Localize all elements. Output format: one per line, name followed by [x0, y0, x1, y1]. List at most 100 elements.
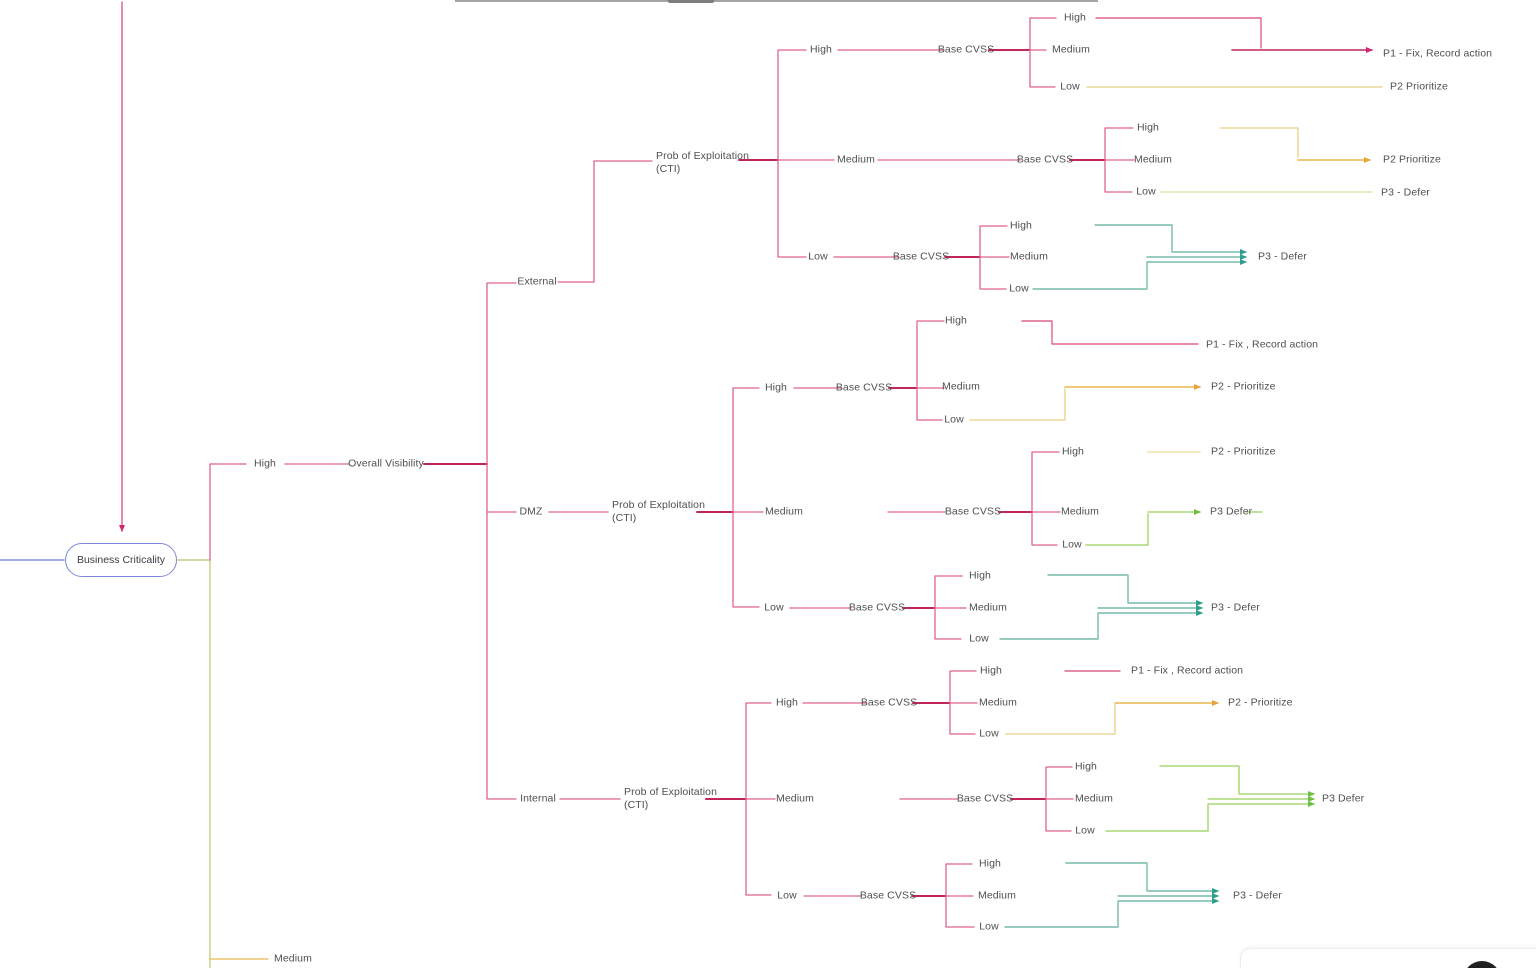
node-dmz-med-cvss[interactable]: Base CVSS [944, 505, 1002, 518]
node-int-med-m[interactable]: Medium [1075, 792, 1113, 805]
edge-44 [732, 387, 760, 513]
node-dmz-low-h[interactable]: High [969, 569, 991, 582]
node-int-high-h[interactable]: High [980, 664, 1002, 677]
node-ext-high-h[interactable]: High [1064, 11, 1086, 24]
edge-50 [916, 387, 943, 421]
node-dmz-med-l[interactable]: Low [1062, 538, 1082, 551]
node-ext-med-l[interactable]: Low [1136, 185, 1156, 198]
edge-14 [777, 159, 807, 258]
node-int-low-l[interactable]: Low [979, 920, 999, 933]
node-ext-low-cvss[interactable]: Base CVSS [892, 250, 950, 263]
node-out-int-high[interactable]: P1 - Fix , Record action [1131, 664, 1244, 677]
node-ext-low-h[interactable]: High [1010, 219, 1032, 232]
edge-19 [1029, 49, 1056, 88]
node-dmz-high[interactable]: High [765, 381, 787, 394]
node-out-ext-high[interactable]: P1 - Fix, Record action [1383, 47, 1493, 60]
node-ext-high[interactable]: High [810, 43, 832, 56]
node-out-dmz-high[interactable]: P1 - Fix , Record action [1206, 338, 1319, 351]
node-int-med-cvss[interactable]: Base CVSS [956, 792, 1014, 805]
node-poe-internal[interactable]: Prob of Exploitation (CTI) [624, 786, 718, 811]
node-overall-visibility[interactable]: Overall Visibility [348, 457, 424, 470]
node-ext-high-l[interactable]: Low [1060, 80, 1080, 93]
node-ext-low[interactable]: Low [808, 250, 828, 263]
node-out-dmz-low[interactable]: P3 - Defer [1211, 601, 1260, 614]
node-internal[interactable]: Internal [520, 792, 556, 805]
node-ext-med-cvss[interactable]: Base CVSS [1016, 153, 1074, 166]
edge-35 [979, 256, 1007, 290]
edge-70 [999, 613, 1099, 640]
edge-93 [1105, 804, 1209, 832]
node-ext-high-cvss[interactable]: Base CVSS [937, 43, 995, 56]
node-int-med-h[interactable]: High [1075, 760, 1097, 773]
node-int-high-l[interactable]: Low [979, 727, 999, 740]
node-dmz-med-m[interactable]: Medium [1061, 505, 1099, 518]
node-int-low-cvss[interactable]: Base CVSS [859, 889, 917, 902]
node-out-dmz-high-low[interactable]: P2 - Prioritize [1211, 380, 1276, 393]
edge-99 [945, 863, 973, 897]
node-dmz-low[interactable]: Low [764, 601, 784, 614]
node-business-criticality[interactable]: Business Criticality [65, 543, 177, 577]
node-out-dmz-med-low[interactable]: P3 Defer [1210, 505, 1253, 518]
node-dmz-low-l[interactable]: Low [969, 632, 989, 645]
node-poe-dmz[interactable]: Prob of Exploitation (CTI) [612, 499, 706, 524]
node-out-ext-high-low[interactable]: P2 Prioritize [1390, 80, 1448, 93]
node-int-med[interactable]: Medium [776, 792, 814, 805]
edge-89 [1045, 766, 1073, 800]
edge-76 [745, 702, 772, 800]
node-external[interactable]: External [517, 275, 557, 288]
edge-67 [934, 607, 962, 640]
node-int-med-l[interactable]: Low [1075, 824, 1095, 837]
node-int-high[interactable]: High [776, 696, 798, 709]
edge-49 [916, 320, 945, 389]
edge-85 [1005, 704, 1116, 735]
node-dmz-low-cvss[interactable]: Base CVSS [848, 601, 906, 614]
node-int-high-cvss[interactable]: Base CVSS [860, 696, 918, 709]
edge-69 [1047, 574, 1129, 603]
node-out-int-low[interactable]: P3 - Defer [1233, 889, 1282, 902]
node-dmz-high-m[interactable]: Medium [942, 380, 980, 393]
node-out-ext-med-low[interactable]: P3 - Defer [1381, 186, 1430, 199]
dark-circle-button[interactable] [1463, 961, 1501, 968]
node-dmz-med[interactable]: Medium [765, 505, 803, 518]
edge-13 [777, 49, 807, 161]
node-high-1[interactable]: High [254, 457, 276, 470]
node-int-high-m[interactable]: Medium [979, 696, 1017, 709]
edge-21 [1095, 17, 1262, 49]
edge-45 [732, 511, 760, 608]
node-dmz-low-m[interactable]: Medium [969, 601, 1007, 614]
node-ext-high-m[interactable]: Medium [1052, 43, 1090, 56]
node-int-low[interactable]: Low [777, 889, 797, 902]
edge-29 [1219, 127, 1299, 158]
edge-58 [1031, 511, 1058, 546]
edge-52 [1021, 320, 1199, 345]
edge-77 [745, 798, 772, 896]
node-out-int-high-low[interactable]: P2 - Prioritize [1228, 696, 1293, 709]
node-out-ext-med-high[interactable]: P2 Prioritize [1383, 153, 1441, 166]
bottom-right-panel [1240, 948, 1536, 968]
node-ext-med-m[interactable]: Medium [1134, 153, 1172, 166]
node-int-low-h[interactable]: High [979, 857, 1001, 870]
node-ext-med[interactable]: Medium [837, 153, 875, 166]
edge-27 [1104, 159, 1133, 193]
edge-81 [949, 670, 977, 704]
node-dmz-med-h[interactable]: High [1062, 445, 1084, 458]
node-ext-low-m[interactable]: Medium [1010, 250, 1048, 263]
node-out-dmz-med-high[interactable]: P2 - Prioritize [1211, 445, 1276, 458]
node-dmz-high-cvss[interactable]: Base CVSS [835, 381, 893, 394]
node-ext-med-h[interactable]: High [1137, 121, 1159, 134]
node-ext-low-l[interactable]: Low [1009, 282, 1029, 295]
edge-11 [557, 160, 653, 283]
node-out-int-med[interactable]: P3 Defer [1322, 792, 1365, 805]
node-medium-1[interactable]: Medium [274, 952, 312, 965]
node-out-ext-low[interactable]: P3 - Defer [1258, 250, 1307, 263]
edge-26 [1104, 127, 1134, 161]
edge-102 [1065, 862, 1148, 891]
node-dmz[interactable]: DMZ [519, 505, 543, 518]
edge-38 [1032, 262, 1148, 290]
node-int-low-m[interactable]: Medium [978, 889, 1016, 902]
node-poe-external[interactable]: Prob of Exploitation (CTI) [656, 150, 750, 175]
node-dmz-high-l[interactable]: Low [944, 413, 964, 426]
node-dmz-high-h[interactable]: High [945, 314, 967, 327]
